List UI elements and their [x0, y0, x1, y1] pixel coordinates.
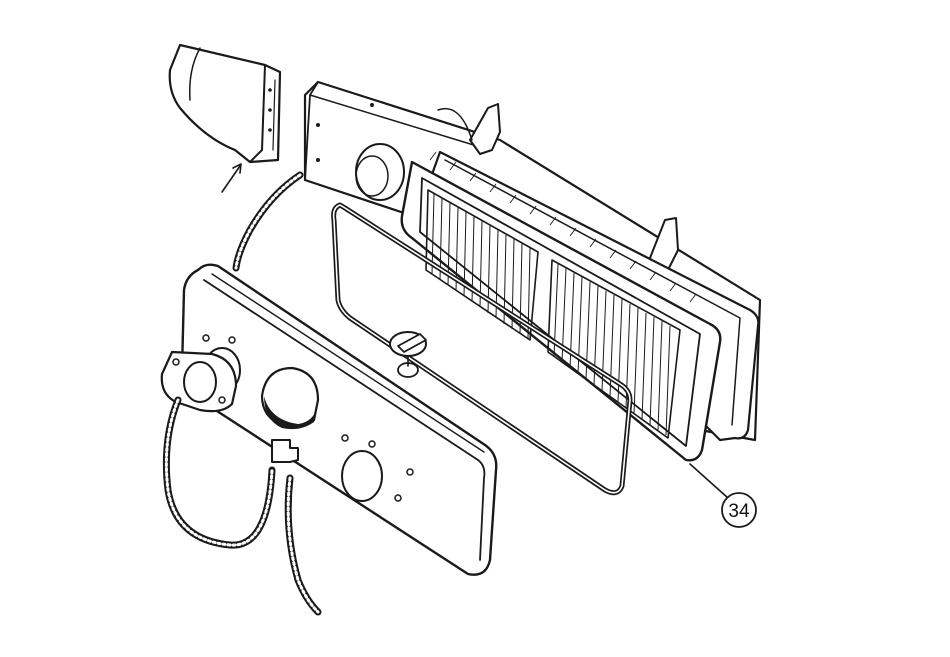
breather-hose-down — [284, 474, 322, 616]
callout-label: 34 — [728, 501, 750, 522]
front-cover — [180, 263, 498, 576]
assembly-arrow — [221, 163, 242, 193]
air-filter-element — [400, 151, 722, 462]
intake-snorkel — [168, 43, 282, 164]
wing-nut — [389, 331, 427, 378]
callout-34: 34 — [689, 463, 757, 528]
breather-cap — [260, 366, 320, 430]
t-connector — [271, 439, 299, 463]
breather-hose-upper — [232, 171, 304, 272]
housing-spigot — [355, 143, 405, 201]
gasket-seal — [331, 202, 633, 496]
breather-hose-left — [162, 396, 276, 549]
mounting-flange — [160, 350, 238, 413]
retaining-clip-upper — [437, 103, 501, 155]
